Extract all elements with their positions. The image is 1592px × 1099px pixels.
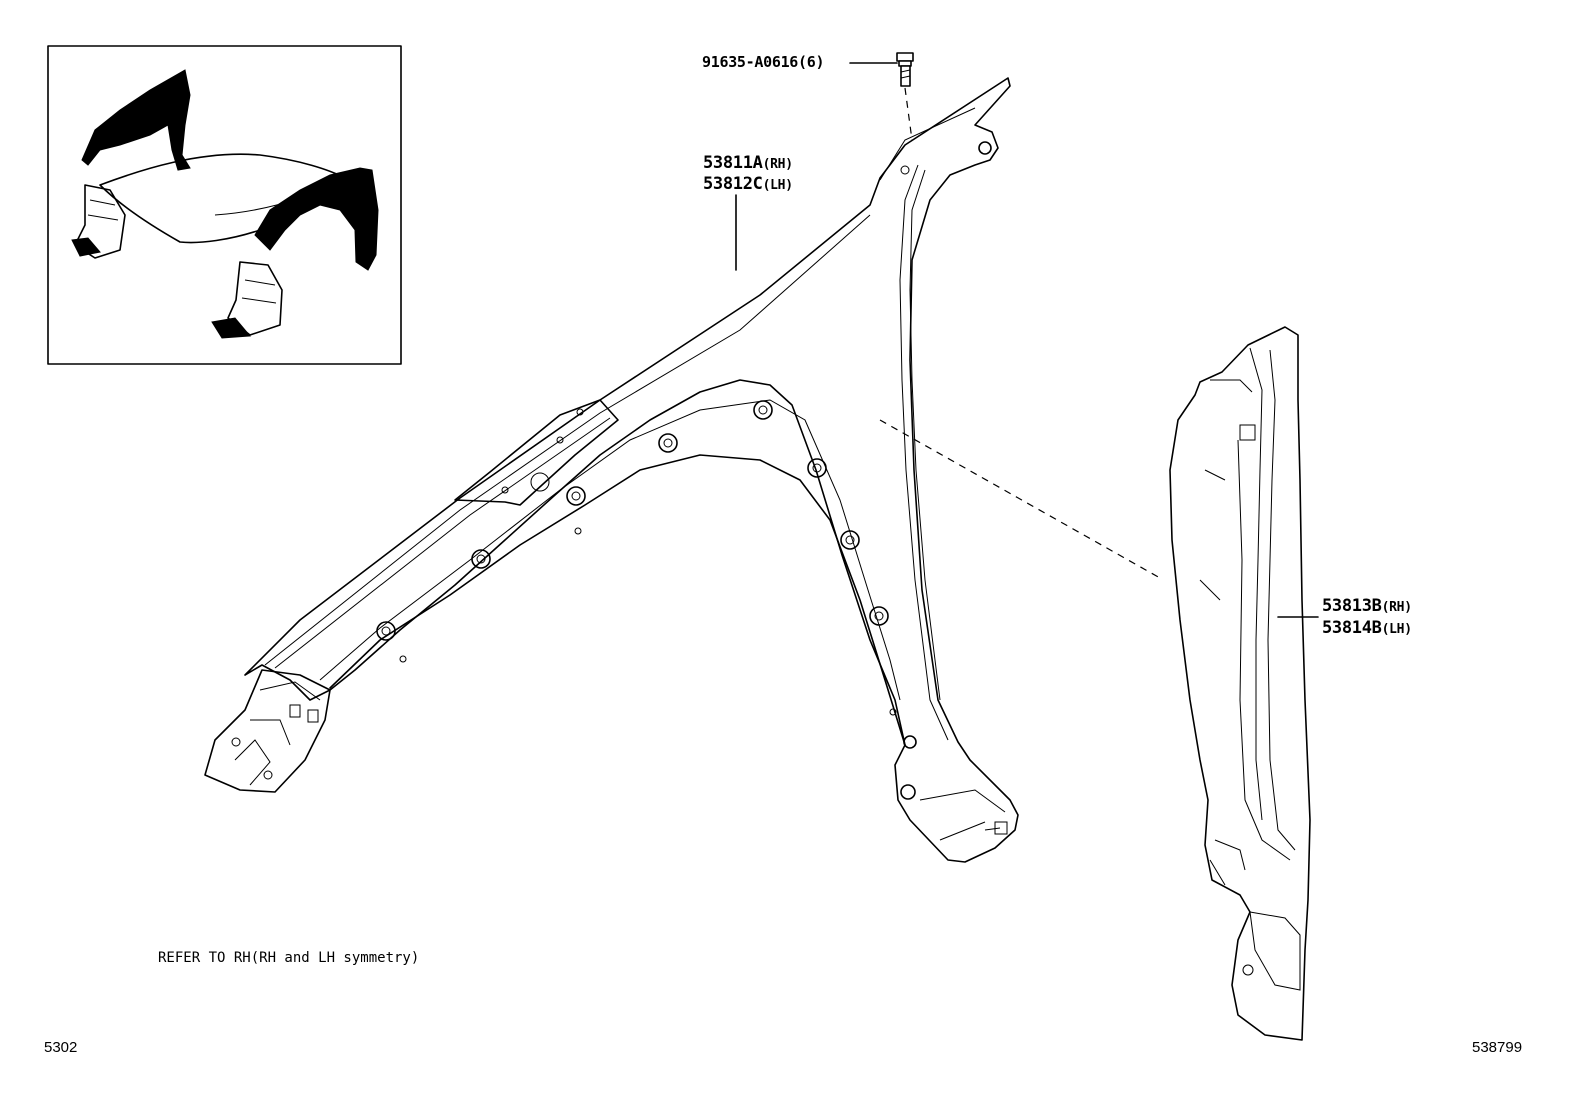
fender-rh-suffix: (RH) — [762, 157, 793, 172]
liner-lh-suffix: (LH) — [1381, 622, 1412, 637]
clip-holes — [376, 400, 889, 641]
bolt-part — [849, 52, 914, 141]
inset-overview — [47, 45, 402, 365]
fender-lh-label[interactable]: 53812C(LH) — [703, 176, 793, 193]
fender-rh-number: 53811A — [703, 153, 763, 173]
bolt-part-number[interactable]: 91635-A0616(6) — [702, 53, 825, 71]
diagram-code-right: 538799 — [1472, 1039, 1523, 1056]
symmetry-note: REFER TO RH(RH and LH symmetry) — [158, 950, 420, 966]
liner-lh-label[interactable]: 53814B(LH) — [1322, 620, 1412, 637]
fender-rh-label[interactable]: 53811A(RH) — [703, 155, 793, 172]
liner-lh-number: 53814B — [1322, 618, 1382, 638]
liner-rh-label[interactable]: 53813B(RH) — [1322, 598, 1412, 615]
fender-lh-number: 53812C — [703, 174, 763, 194]
fender-part — [204, 77, 1019, 863]
liner-rh-suffix: (RH) — [1381, 600, 1412, 615]
assembly-dashed-line — [879, 419, 1161, 579]
diagram-code-left: 5302 — [44, 1039, 78, 1056]
liner-rh-number: 53813B — [1322, 596, 1382, 616]
liner-part — [1169, 326, 1311, 1041]
fender-lh-suffix: (LH) — [762, 178, 793, 193]
